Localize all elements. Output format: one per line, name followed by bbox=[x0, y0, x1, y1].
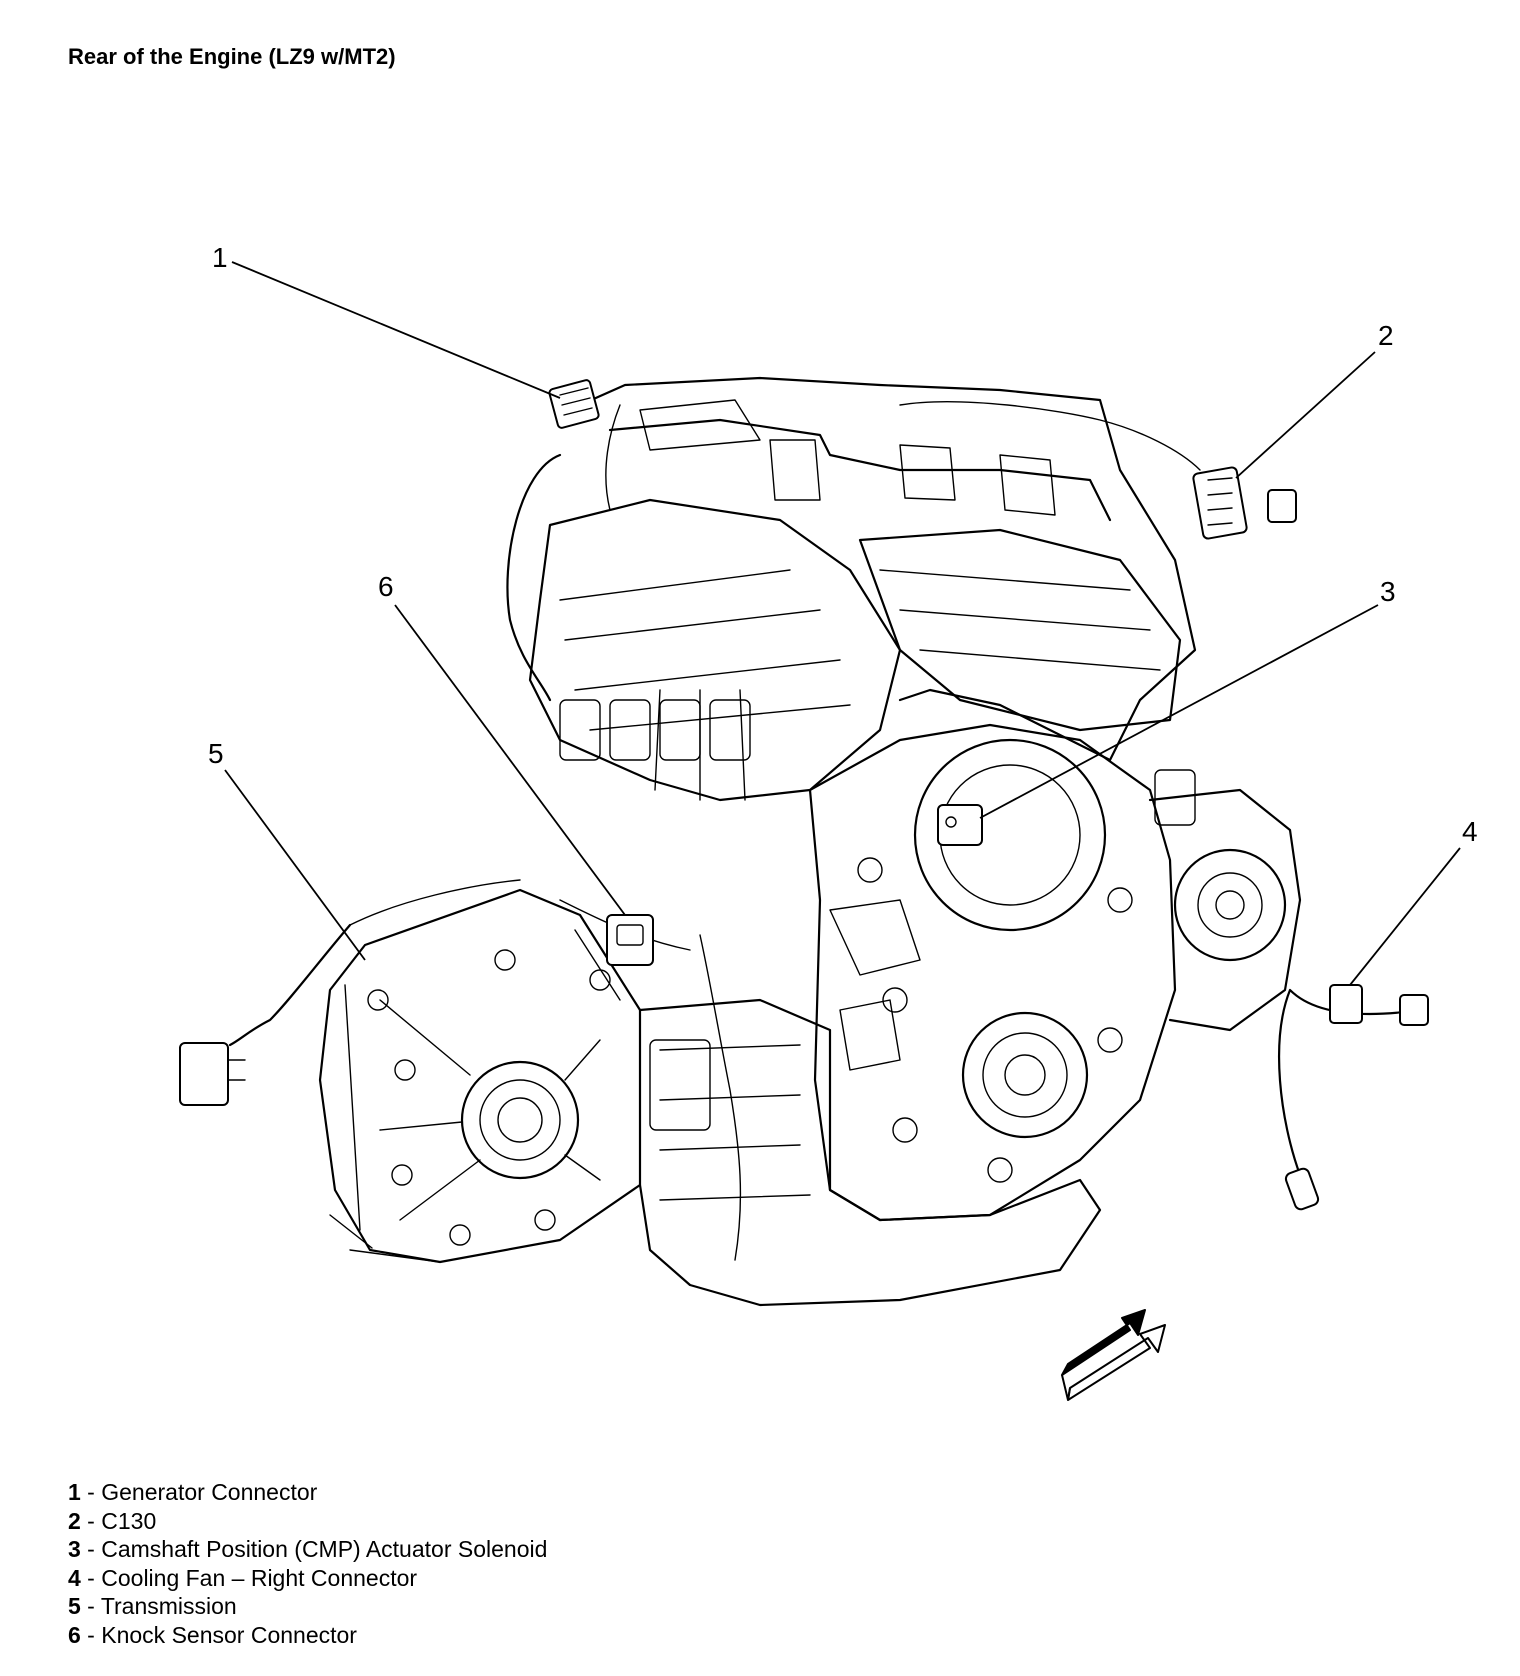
callout-number-4: 4 bbox=[1462, 816, 1478, 847]
transmission-drawing bbox=[318, 888, 642, 1264]
engine-block-drawing bbox=[228, 376, 1422, 1307]
leader-line-4 bbox=[1349, 847, 1461, 986]
leader-line-2 bbox=[1235, 351, 1376, 479]
callout-number-1: 1 bbox=[212, 242, 228, 273]
legend-item: 3 - Camshaft Position (CMP) Actuator Sol… bbox=[68, 1536, 548, 1562]
callout-number-6: 6 bbox=[378, 571, 394, 602]
leader-line-6 bbox=[394, 604, 626, 916]
leader-line-1 bbox=[231, 261, 561, 399]
callout-number-3: 3 bbox=[1380, 576, 1396, 607]
leader-line-5 bbox=[224, 769, 366, 961]
diagram-title: Rear of the Engine (LZ9 w/MT2) bbox=[68, 44, 396, 69]
legend-item: 5 - Transmission bbox=[68, 1593, 237, 1619]
callout-number-2: 2 bbox=[1378, 320, 1394, 351]
legend-item: 6 - Knock Sensor Connector bbox=[68, 1621, 357, 1648]
front-direction-arrow-icon bbox=[1061, 1309, 1166, 1401]
legend-item: 4 - Cooling Fan – Right Connector bbox=[68, 1564, 418, 1591]
legend: 1 - Generator Connector 2 - C130 3 - Cam… bbox=[68, 1478, 547, 1649]
callout-number-5: 5 bbox=[208, 738, 224, 769]
connector-shapes bbox=[179, 379, 1429, 1211]
legend-item: 2 - C130 bbox=[68, 1507, 157, 1534]
leader-line-3 bbox=[979, 604, 1379, 819]
legend-item: 1 - Generator Connector bbox=[68, 1479, 318, 1505]
